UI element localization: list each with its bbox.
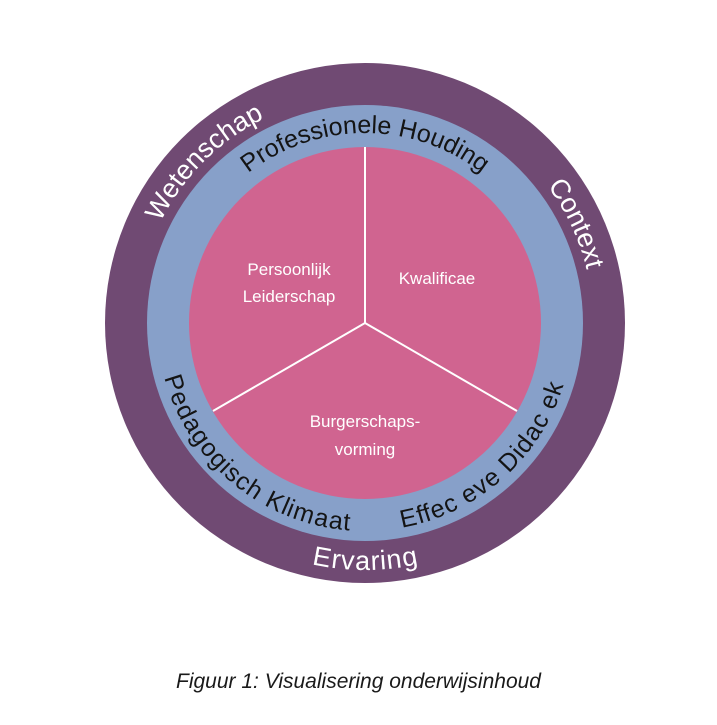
segment-label-burgerschaps: Burgerschaps- [310,412,421,431]
segment-label-vorming: vorming [335,440,395,459]
segment-label-leiderschap: Leiderschap [243,287,336,306]
segment-label-kwalificae: Kwalificae [399,269,476,288]
education-content-diagram: Wetenschap Context Ervaring Professionel… [105,63,625,583]
figure-caption: Figuur 1: Visualisering onderwijsinhoud [176,670,541,693]
divider-left [212,322,366,412]
divider-right [364,322,518,412]
segment-label-persoonlijk: Persoonlijk [247,260,331,279]
